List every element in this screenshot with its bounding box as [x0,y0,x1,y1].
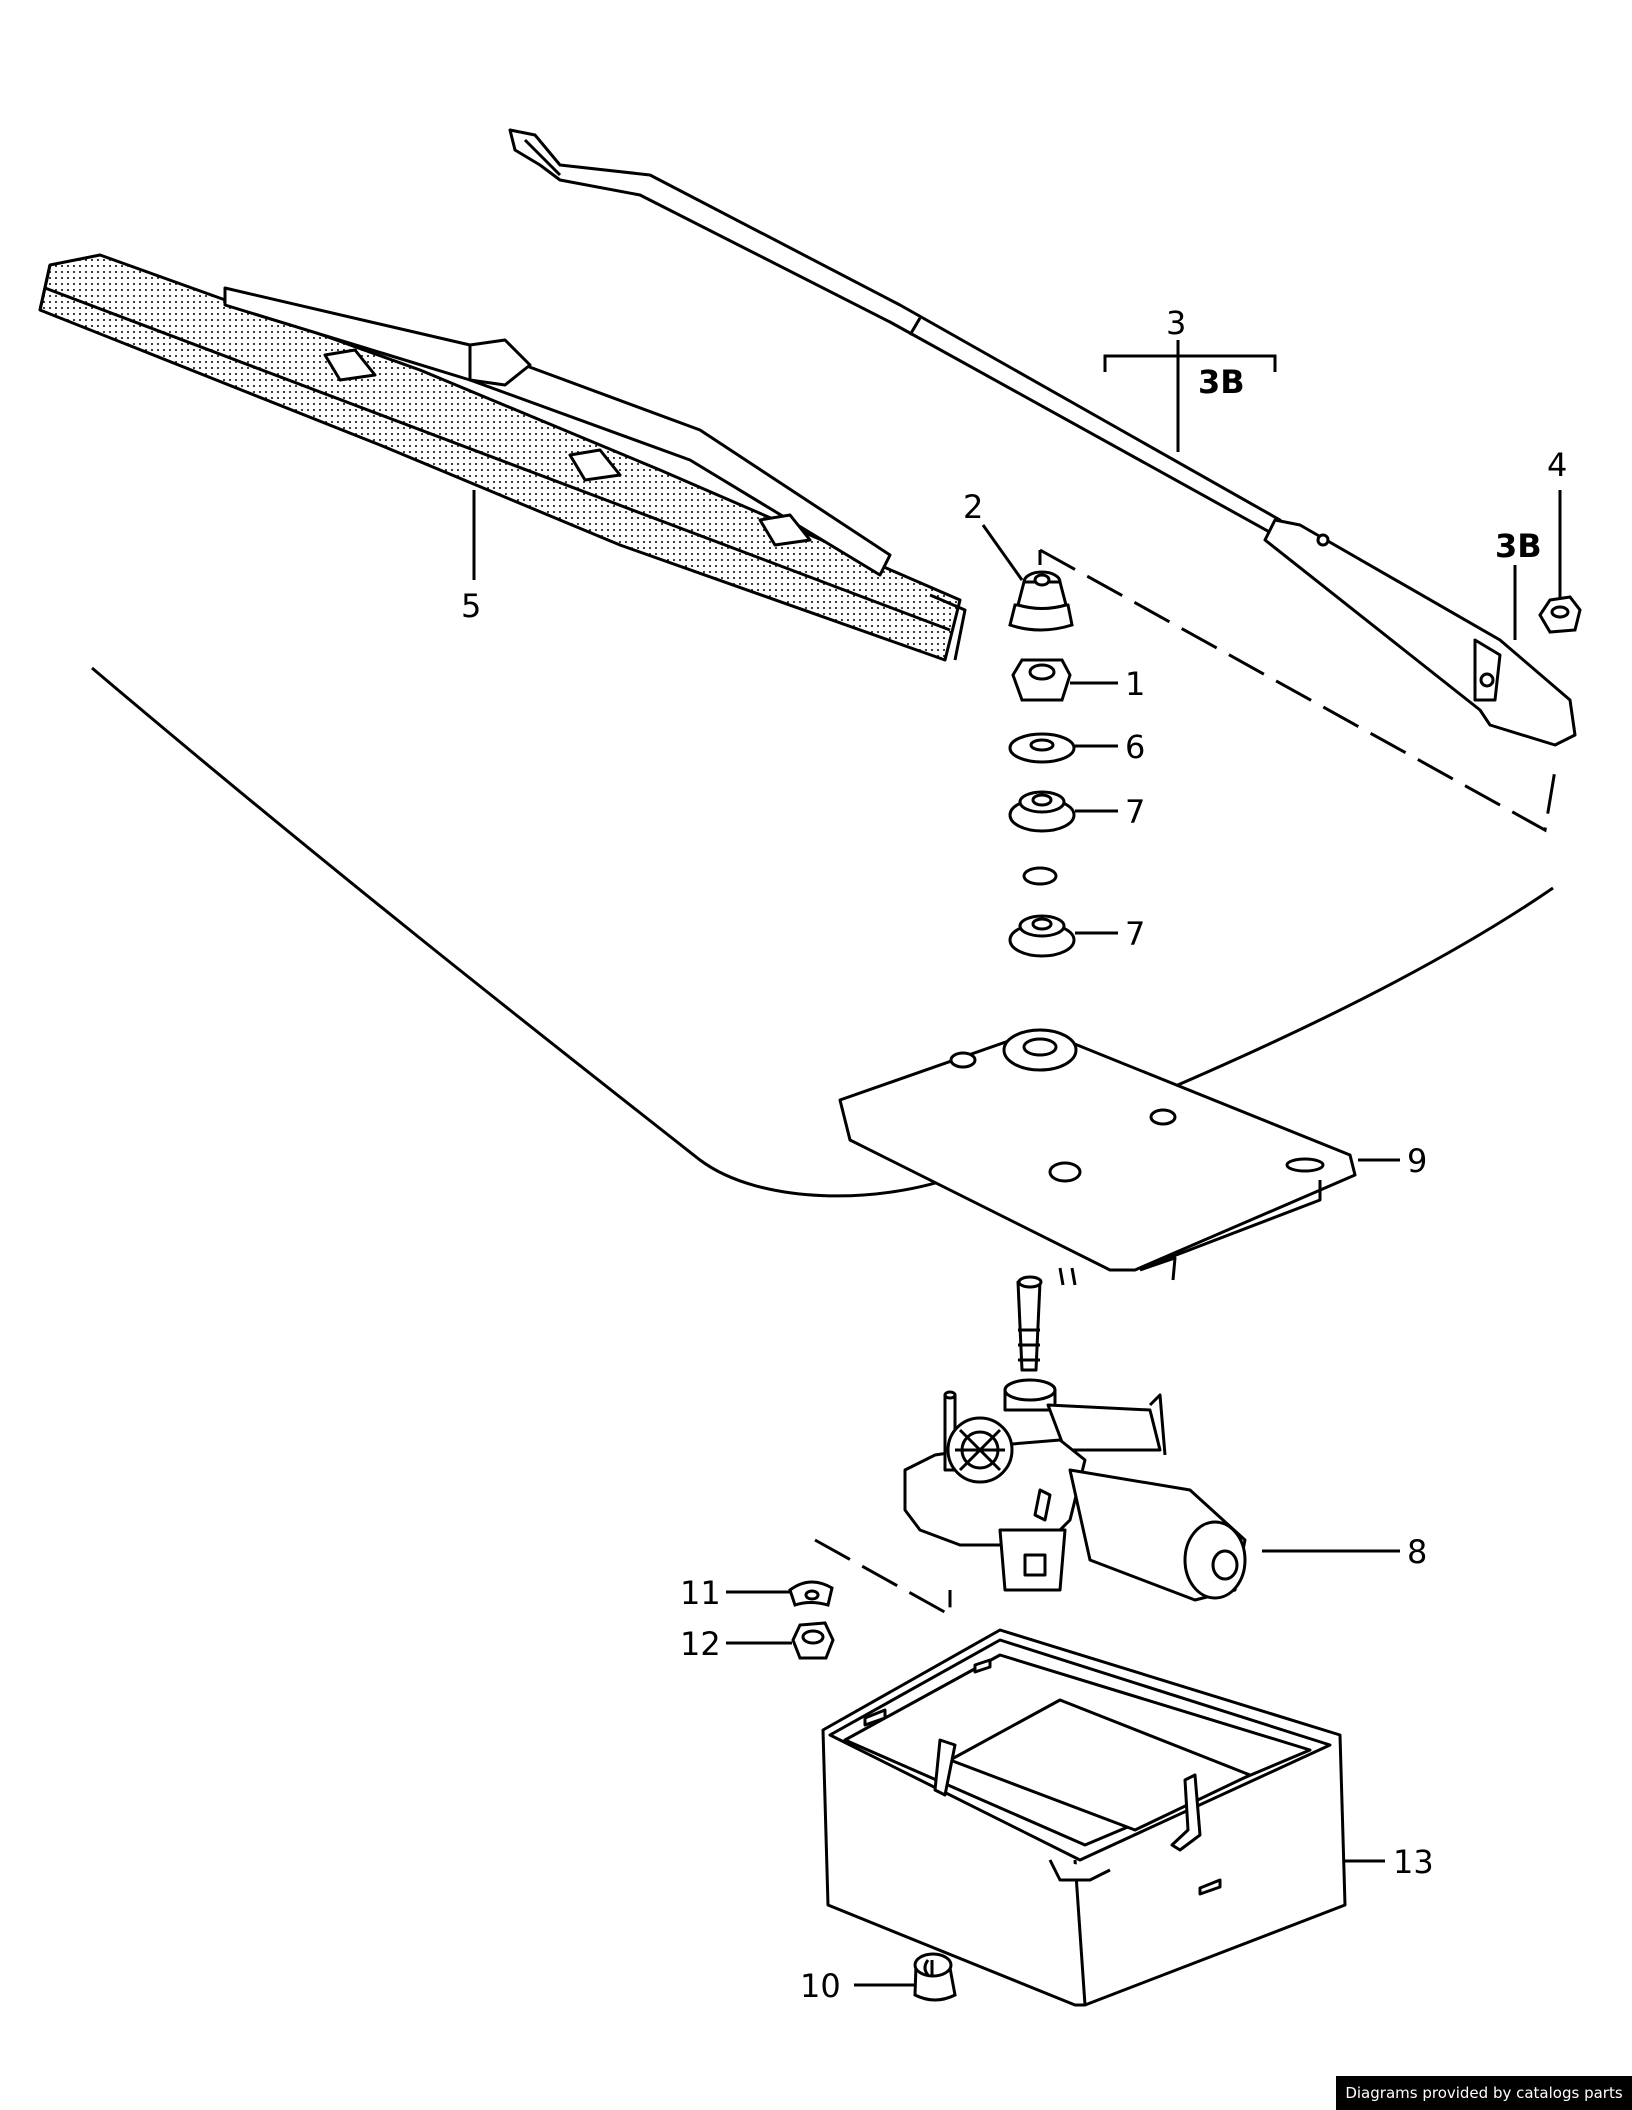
diagram-credit: Diagrams provided by catalogs parts [1336,2076,1632,2110]
callout-1: 1 [1125,665,1145,703]
wiper-arm [508,128,1577,747]
washer-part-6 [1008,732,1076,764]
callout-2: 2 [963,488,983,526]
grommet-lower-part-7 [1008,914,1076,958]
callout-8: 8 [1407,1533,1427,1571]
callout-3b-bracket: 3B [1198,363,1245,401]
nut-part-1 [1011,658,1072,702]
wiper-blade [38,253,967,662]
callout-12: 12 [680,1625,721,1663]
callout-7-upper: 7 [1125,793,1145,831]
callout-11: 11 [680,1574,721,1612]
plug-part-10 [913,1952,957,2002]
callout-3b: 3B [1495,527,1542,565]
nut-part-4 [1538,595,1582,634]
grommet-upper-part-7 [1008,790,1076,833]
callout-6: 6 [1125,728,1145,766]
alignment-dashes [814,548,1557,1618]
leader-lines [472,340,1562,1987]
mounting-plate [838,1028,1357,1286]
callout-3: 3 [1166,304,1186,342]
wiper-motor [903,1275,1247,1602]
motor-cover-housing [821,1628,1347,2007]
o-ring [1022,866,1058,886]
callout-10: 10 [800,1967,841,2005]
cap-part-2 [1008,570,1074,632]
callout-5: 5 [461,587,481,625]
callout-13: 13 [1393,1843,1434,1881]
leader-part-2 [981,524,1024,581]
bracket-3b [1103,354,1277,372]
nut-part-12 [791,1621,835,1660]
rear-window-glass [91,666,1554,1198]
clip-part-11 [788,1580,834,1607]
callout-4: 4 [1547,446,1567,484]
callout-9: 9 [1407,1142,1427,1180]
callout-7-lower: 7 [1125,915,1145,953]
